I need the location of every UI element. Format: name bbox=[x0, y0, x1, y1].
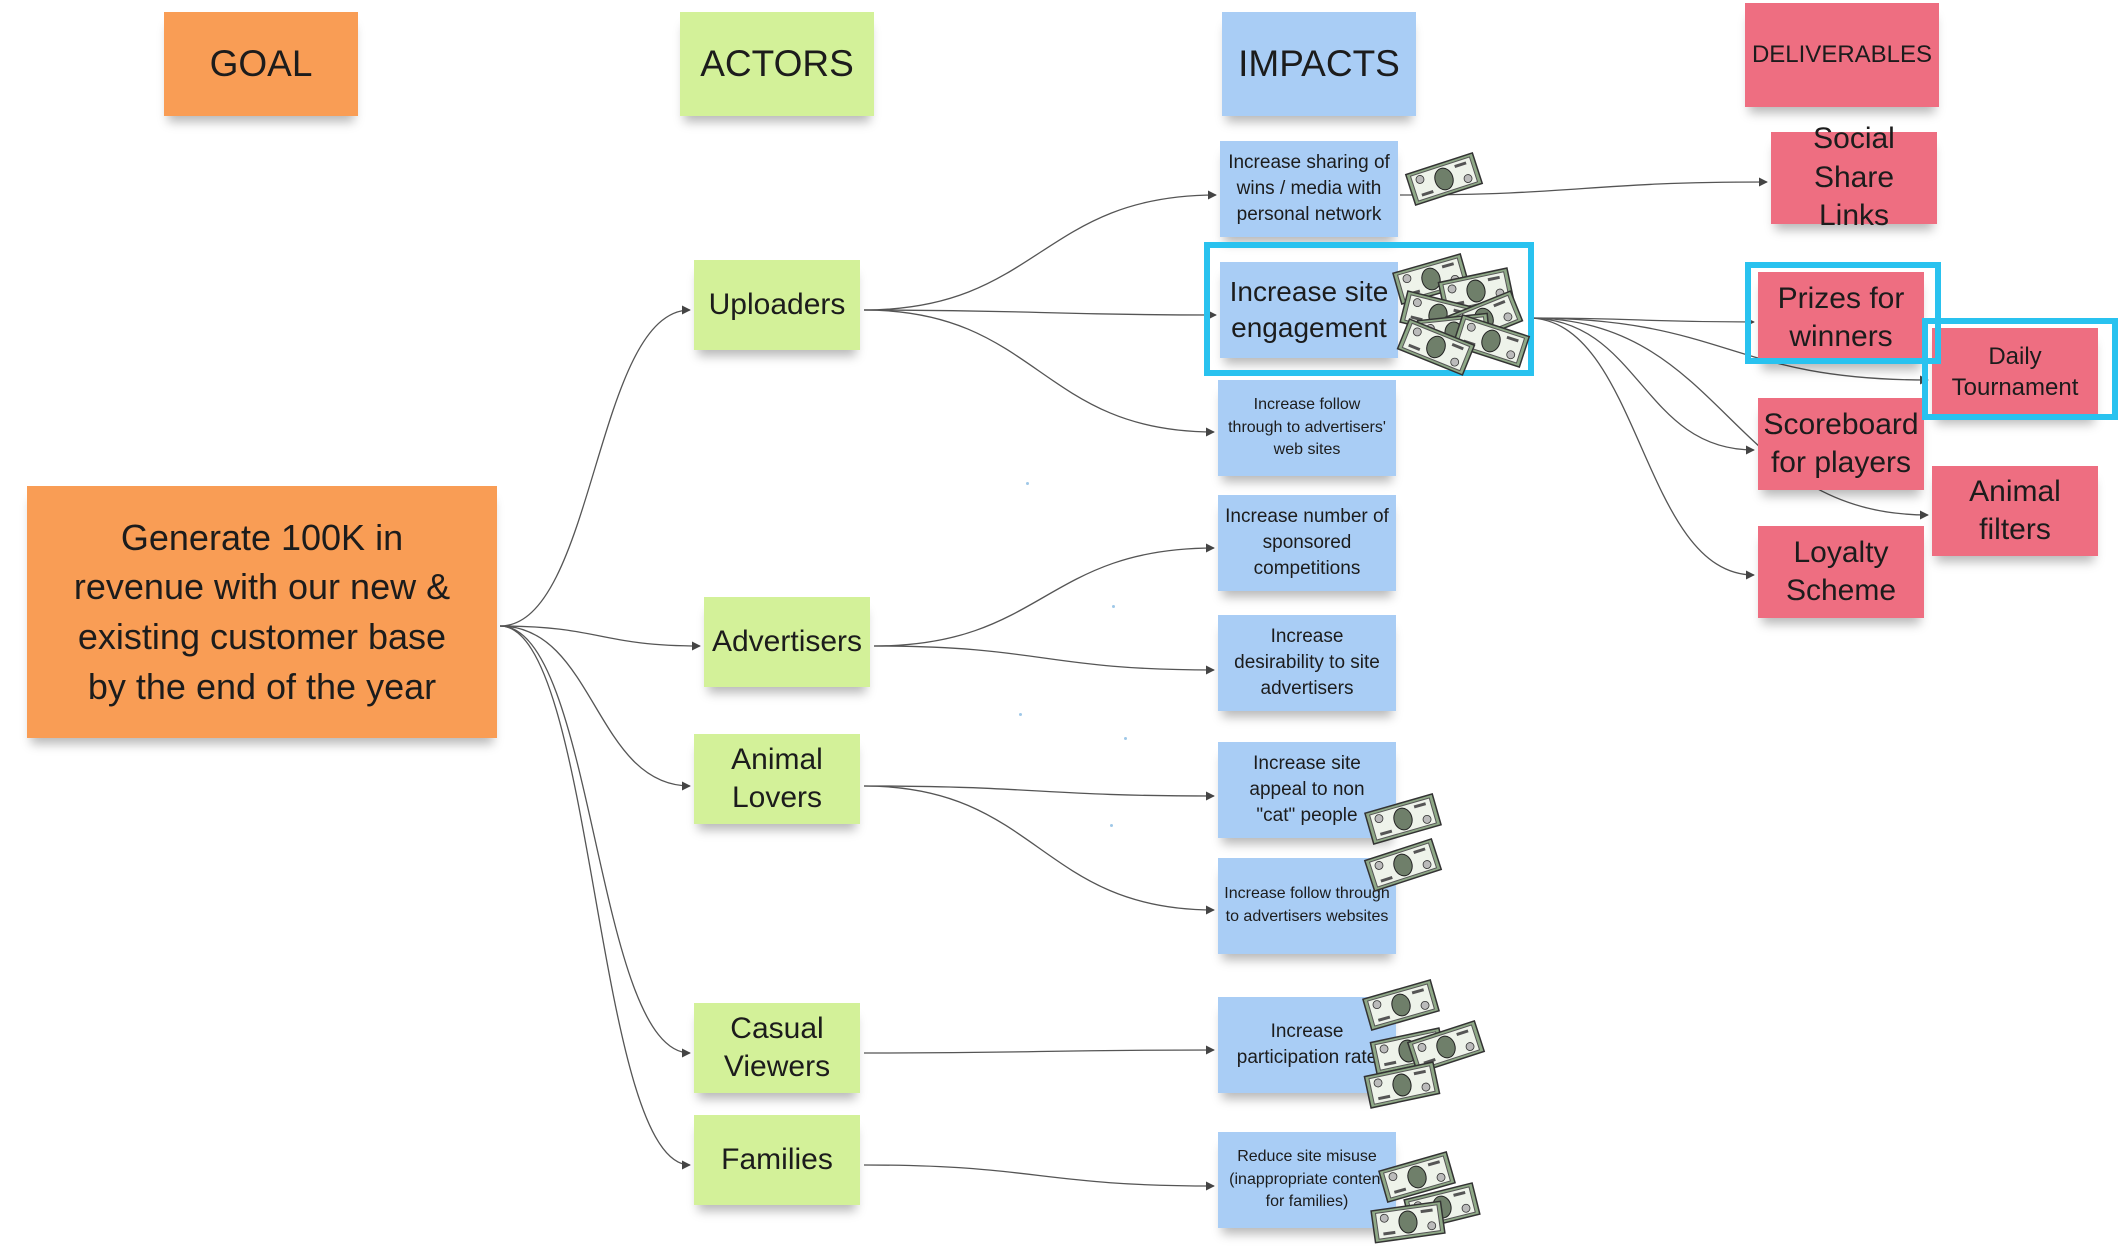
canvas-dot bbox=[1124, 737, 1127, 740]
impact-increase-sharing[interactable]: Increase sharing of wins / media with pe… bbox=[1220, 141, 1398, 237]
canvas-dot bbox=[1019, 713, 1022, 716]
header-deliverables: DELIVERABLES bbox=[1745, 3, 1939, 107]
connector-line bbox=[863, 785, 1215, 915]
impact-reduce-site-misuse[interactable]: Reduce site misuse (inappropriate conten… bbox=[1218, 1132, 1396, 1228]
dollar-bill-icon bbox=[1362, 979, 1440, 1031]
actor-uploaders[interactable]: Uploaders bbox=[694, 260, 860, 350]
connector-line bbox=[499, 625, 701, 651]
connector-line bbox=[863, 1045, 1215, 1055]
connector-line bbox=[499, 625, 691, 1170]
header-actors: ACTORS bbox=[680, 12, 874, 116]
impact-appeal-non-cat-people[interactable]: Increase site appeal to non "cat" people bbox=[1218, 742, 1396, 838]
deliverable-scoreboard-for-players[interactable]: Scoreboard for players bbox=[1758, 398, 1924, 490]
connector-line bbox=[1527, 317, 1755, 327]
dollar-bill-icon bbox=[1370, 1200, 1446, 1244]
canvas-dot bbox=[1026, 482, 1029, 485]
connector-line bbox=[499, 305, 691, 627]
impact-increase-site-engagement[interactable]: Increase site engagement bbox=[1220, 262, 1398, 358]
goal-note[interactable]: Generate 100K in revenue with our new & … bbox=[27, 486, 497, 738]
deliverable-daily-tournament[interactable]: Daily Tournament bbox=[1932, 328, 2098, 418]
connector-line bbox=[1527, 317, 1755, 455]
connector-line bbox=[499, 625, 691, 1058]
dollar-bill-icon bbox=[1364, 793, 1442, 845]
actor-advertisers[interactable]: Advertisers bbox=[704, 597, 870, 687]
impact-desirability-advertisers[interactable]: Increase desirability to site advertiser… bbox=[1218, 615, 1396, 711]
connector-line bbox=[873, 645, 1215, 675]
highlight-frame-daily-tournament bbox=[1922, 318, 2118, 420]
connector-line bbox=[1527, 317, 1755, 580]
dollar-bill-icon bbox=[1363, 1061, 1441, 1109]
connector-line bbox=[863, 785, 1215, 801]
connector-line bbox=[499, 625, 691, 791]
connector-line bbox=[863, 190, 1217, 311]
deliverable-loyalty-scheme[interactable]: Loyalty Scheme bbox=[1758, 526, 1924, 618]
dollar-bill-icon bbox=[1363, 838, 1443, 892]
header-goal: GOAL bbox=[164, 12, 358, 116]
connector-line bbox=[863, 309, 1215, 437]
dollar-bill-icon bbox=[1396, 318, 1476, 376]
dollar-bill-icon bbox=[1406, 1020, 1486, 1074]
deliverable-social-share-links[interactable]: Social Share Links bbox=[1771, 122, 1937, 232]
dollar-bill-icon bbox=[1404, 152, 1484, 206]
actor-animal-lovers[interactable]: Animal Lovers bbox=[694, 734, 860, 824]
impact-follow-through-advertisers-websites[interactable]: Increase follow through to advertisers w… bbox=[1218, 858, 1396, 954]
impact-follow-through-advertiser-sites[interactable]: Increase follow through to advertisers' … bbox=[1218, 380, 1396, 476]
actor-casual-viewers[interactable]: Casual Viewers bbox=[694, 1003, 860, 1093]
connector-line bbox=[873, 543, 1215, 647]
dollar-bill-icon bbox=[1451, 314, 1531, 368]
header-impacts: IMPACTS bbox=[1222, 12, 1416, 116]
canvas-dot bbox=[1110, 824, 1113, 827]
deliverable-prizes-for-winners[interactable]: Prizes for winners bbox=[1758, 272, 1924, 364]
dollar-bill-icon bbox=[1378, 1151, 1456, 1203]
canvas-dot bbox=[1112, 605, 1115, 608]
highlight-frame-site-engagement bbox=[1204, 242, 1534, 376]
actor-families[interactable]: Families bbox=[694, 1115, 860, 1205]
impact-sponsored-competitions[interactable]: Increase number of sponsored competition… bbox=[1218, 495, 1396, 591]
connector-line bbox=[863, 1164, 1215, 1191]
connector-line bbox=[863, 309, 1217, 320]
highlight-frame-prizes-for-winners bbox=[1745, 262, 1941, 364]
deliverable-animal-filters[interactable]: Animal filters bbox=[1932, 466, 2098, 556]
